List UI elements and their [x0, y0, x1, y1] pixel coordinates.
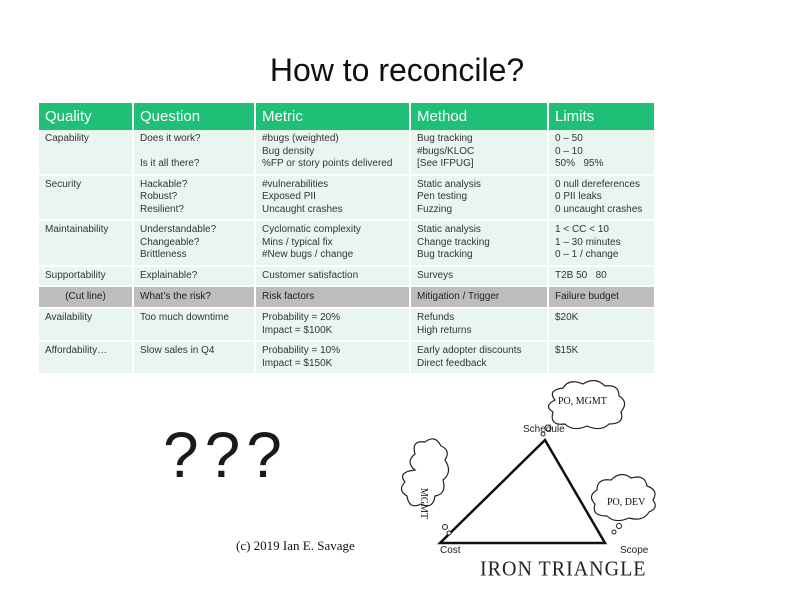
table-cell: Explainable? [133, 265, 256, 287]
iron-triangle-caption: IRON TRIANGLE [480, 557, 647, 581]
table-cell: $15K [548, 341, 656, 375]
cloud-left: MGMT [400, 438, 452, 536]
table-cell: Probability = 20% Impact = $100K [255, 308, 411, 342]
quality-table: Quality Question Metric Method Limits Ca… [39, 103, 656, 375]
cloud-right-text: PO, DEV [607, 497, 646, 508]
table-cell: Early adopter discounts Direct feedback [410, 341, 549, 375]
header-quality: Quality [39, 103, 134, 130]
table-row: Availability Too much downtime Probabili… [39, 308, 656, 342]
cloud-right: PO, DEV [590, 473, 656, 535]
header-method: Method [410, 103, 549, 130]
table-cell: Static analysis Change tracking Bug trac… [410, 220, 549, 267]
table-cell: 0 – 50 0 – 10 50% 95% [548, 130, 656, 176]
header-question: Question [133, 103, 256, 130]
label-cost: Cost [440, 545, 461, 556]
cloud-top-text: PO, MGMT [558, 396, 607, 407]
iron-triangle-diagram: PO, MGMT MGMT PO, DEV [400, 380, 656, 545]
table-cell: Hackable? Robust? Resilient? [133, 174, 256, 221]
table-header-row: Quality Question Metric Method Limits [39, 103, 656, 130]
table-cell: Maintainability [39, 220, 134, 267]
table-cell: Understandable? Changeable? Brittleness [133, 220, 256, 267]
table-separator-row: (Cut line) What’s the risk? Risk factors… [39, 286, 656, 309]
table-cell: Bug tracking #bugs/KLOC [See IFPUG] [410, 130, 549, 176]
table-cell: T2B 50 80 [548, 265, 656, 287]
table-cell: Slow sales in Q4 [133, 341, 256, 375]
table-cell: 0 null dereferences 0 PII leaks 0 uncaug… [548, 174, 656, 221]
table-cell: Customer satisfaction [255, 265, 411, 287]
table-cell: Availability [39, 308, 134, 342]
table-cell: Capability [39, 130, 134, 176]
table-cell: Does it work? Is it all there? [133, 130, 256, 176]
cloud-top: PO, MGMT [540, 380, 626, 437]
table-cell: Mitigation / Trigger [410, 286, 549, 309]
label-schedule: Schedule [523, 424, 565, 435]
label-scope: Scope [620, 545, 649, 556]
table-cell: Too much downtime [133, 308, 256, 342]
table-cell: Static analysis Pen testing Fuzzing [410, 174, 549, 221]
cloud-left-text: MGMT [418, 488, 429, 519]
table-row: Supportability Explainable? Customer sat… [39, 265, 656, 287]
table-cell: Affordability… [39, 341, 134, 375]
slide-title: How to reconcile? [269, 52, 525, 88]
table-row: Capability Does it work? Is it all there… [39, 130, 656, 176]
table-cell: What’s the risk? [133, 286, 256, 309]
table-cell: (Cut line) [39, 286, 134, 309]
header-metric: Metric [255, 103, 411, 130]
table-row: Affordability… Slow sales in Q4 Probabil… [39, 341, 656, 375]
table-cell: Probability = 10% Impact = $150K [255, 341, 411, 375]
table-cell: Security [39, 174, 134, 221]
copyright-text: (c) 2019 Ian E. Savage [236, 538, 355, 553]
table-cell: Cyclomatic complexity Mins / typical fix… [255, 220, 411, 267]
iron-triangle-shape [436, 437, 608, 545]
header-limits: Limits [548, 103, 656, 130]
table-cell: #bugs (weighted) Bug density %FP or stor… [255, 130, 411, 176]
table-cell: Failure budget [548, 286, 656, 309]
table-cell: #vulnerabilities Exposed PII Uncaught cr… [255, 174, 411, 221]
table-row: Security Hackable? Robust? Resilient? #v… [39, 174, 656, 221]
table-cell: Risk factors [255, 286, 411, 309]
question-marks: ??? [163, 419, 288, 491]
table-cell: Refunds High returns [410, 308, 549, 342]
table-cell: Surveys [410, 265, 549, 287]
table-row: Maintainability Understandable? Changeab… [39, 220, 656, 267]
table-cell: Supportability [39, 265, 134, 287]
table-cell: $20K [548, 308, 656, 342]
table-cell: 1 < CC < 10 1 – 30 minutes 0 – 1 / chang… [548, 220, 656, 267]
